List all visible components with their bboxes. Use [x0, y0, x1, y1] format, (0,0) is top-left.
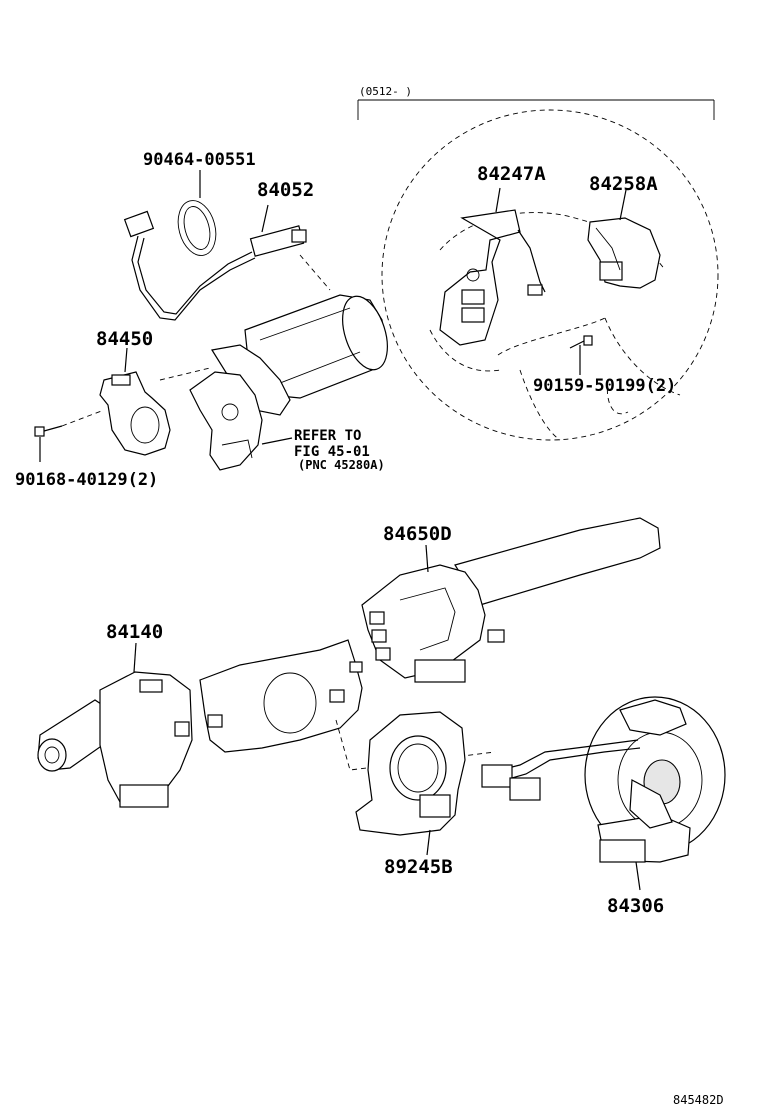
refer-note-line2: FIG 45-01 — [294, 444, 370, 460]
part-number-90168-40129: 90168-40129(2) — [15, 470, 158, 490]
part-number-84650D: 84650D — [383, 523, 452, 545]
part-number-84306: 84306 — [607, 895, 664, 917]
part-number-90464-00551: 90464-00551 — [143, 150, 256, 170]
steering-column-drawing — [159, 254, 388, 471]
date-range-bracket: (0512- ) — [357, 85, 715, 120]
refer-note-line3: (PNC 45280A) — [298, 458, 385, 472]
date-range-label: (0512- ) — [359, 85, 412, 98]
part-number-89245B: 89245B — [384, 856, 453, 878]
part-number-84052: 84052 — [257, 179, 314, 201]
spiral-cable-84306-drawing — [481, 696, 726, 891]
harness-84052-drawing — [123, 204, 307, 321]
switch-84258A-drawing — [587, 189, 661, 289]
switch-84140-drawing — [37, 642, 193, 808]
column-bracket-drawing — [199, 639, 496, 771]
part-number-84247A: 84247A — [477, 163, 546, 185]
clamp-90464-drawing — [177, 170, 217, 256]
refer-note-line1: REFER TO — [294, 428, 361, 444]
part-number-90159-50199: 90159-50199(2) — [533, 376, 676, 396]
steering-wheel-drawing — [381, 109, 719, 441]
screw-90168-drawing — [34, 409, 105, 462]
sensor-89245B-drawing — [355, 711, 466, 856]
part-number-84450: 84450 — [96, 328, 153, 350]
switch-84650D-drawing — [361, 517, 661, 683]
switch-84450-drawing — [99, 347, 171, 456]
switch-84247A-drawing — [439, 187, 546, 346]
part-number-84140: 84140 — [106, 621, 163, 643]
figure-code: 845482D — [673, 1093, 724, 1107]
screw-90159-drawing — [569, 335, 593, 375]
part-number-84258A: 84258A — [589, 173, 658, 195]
